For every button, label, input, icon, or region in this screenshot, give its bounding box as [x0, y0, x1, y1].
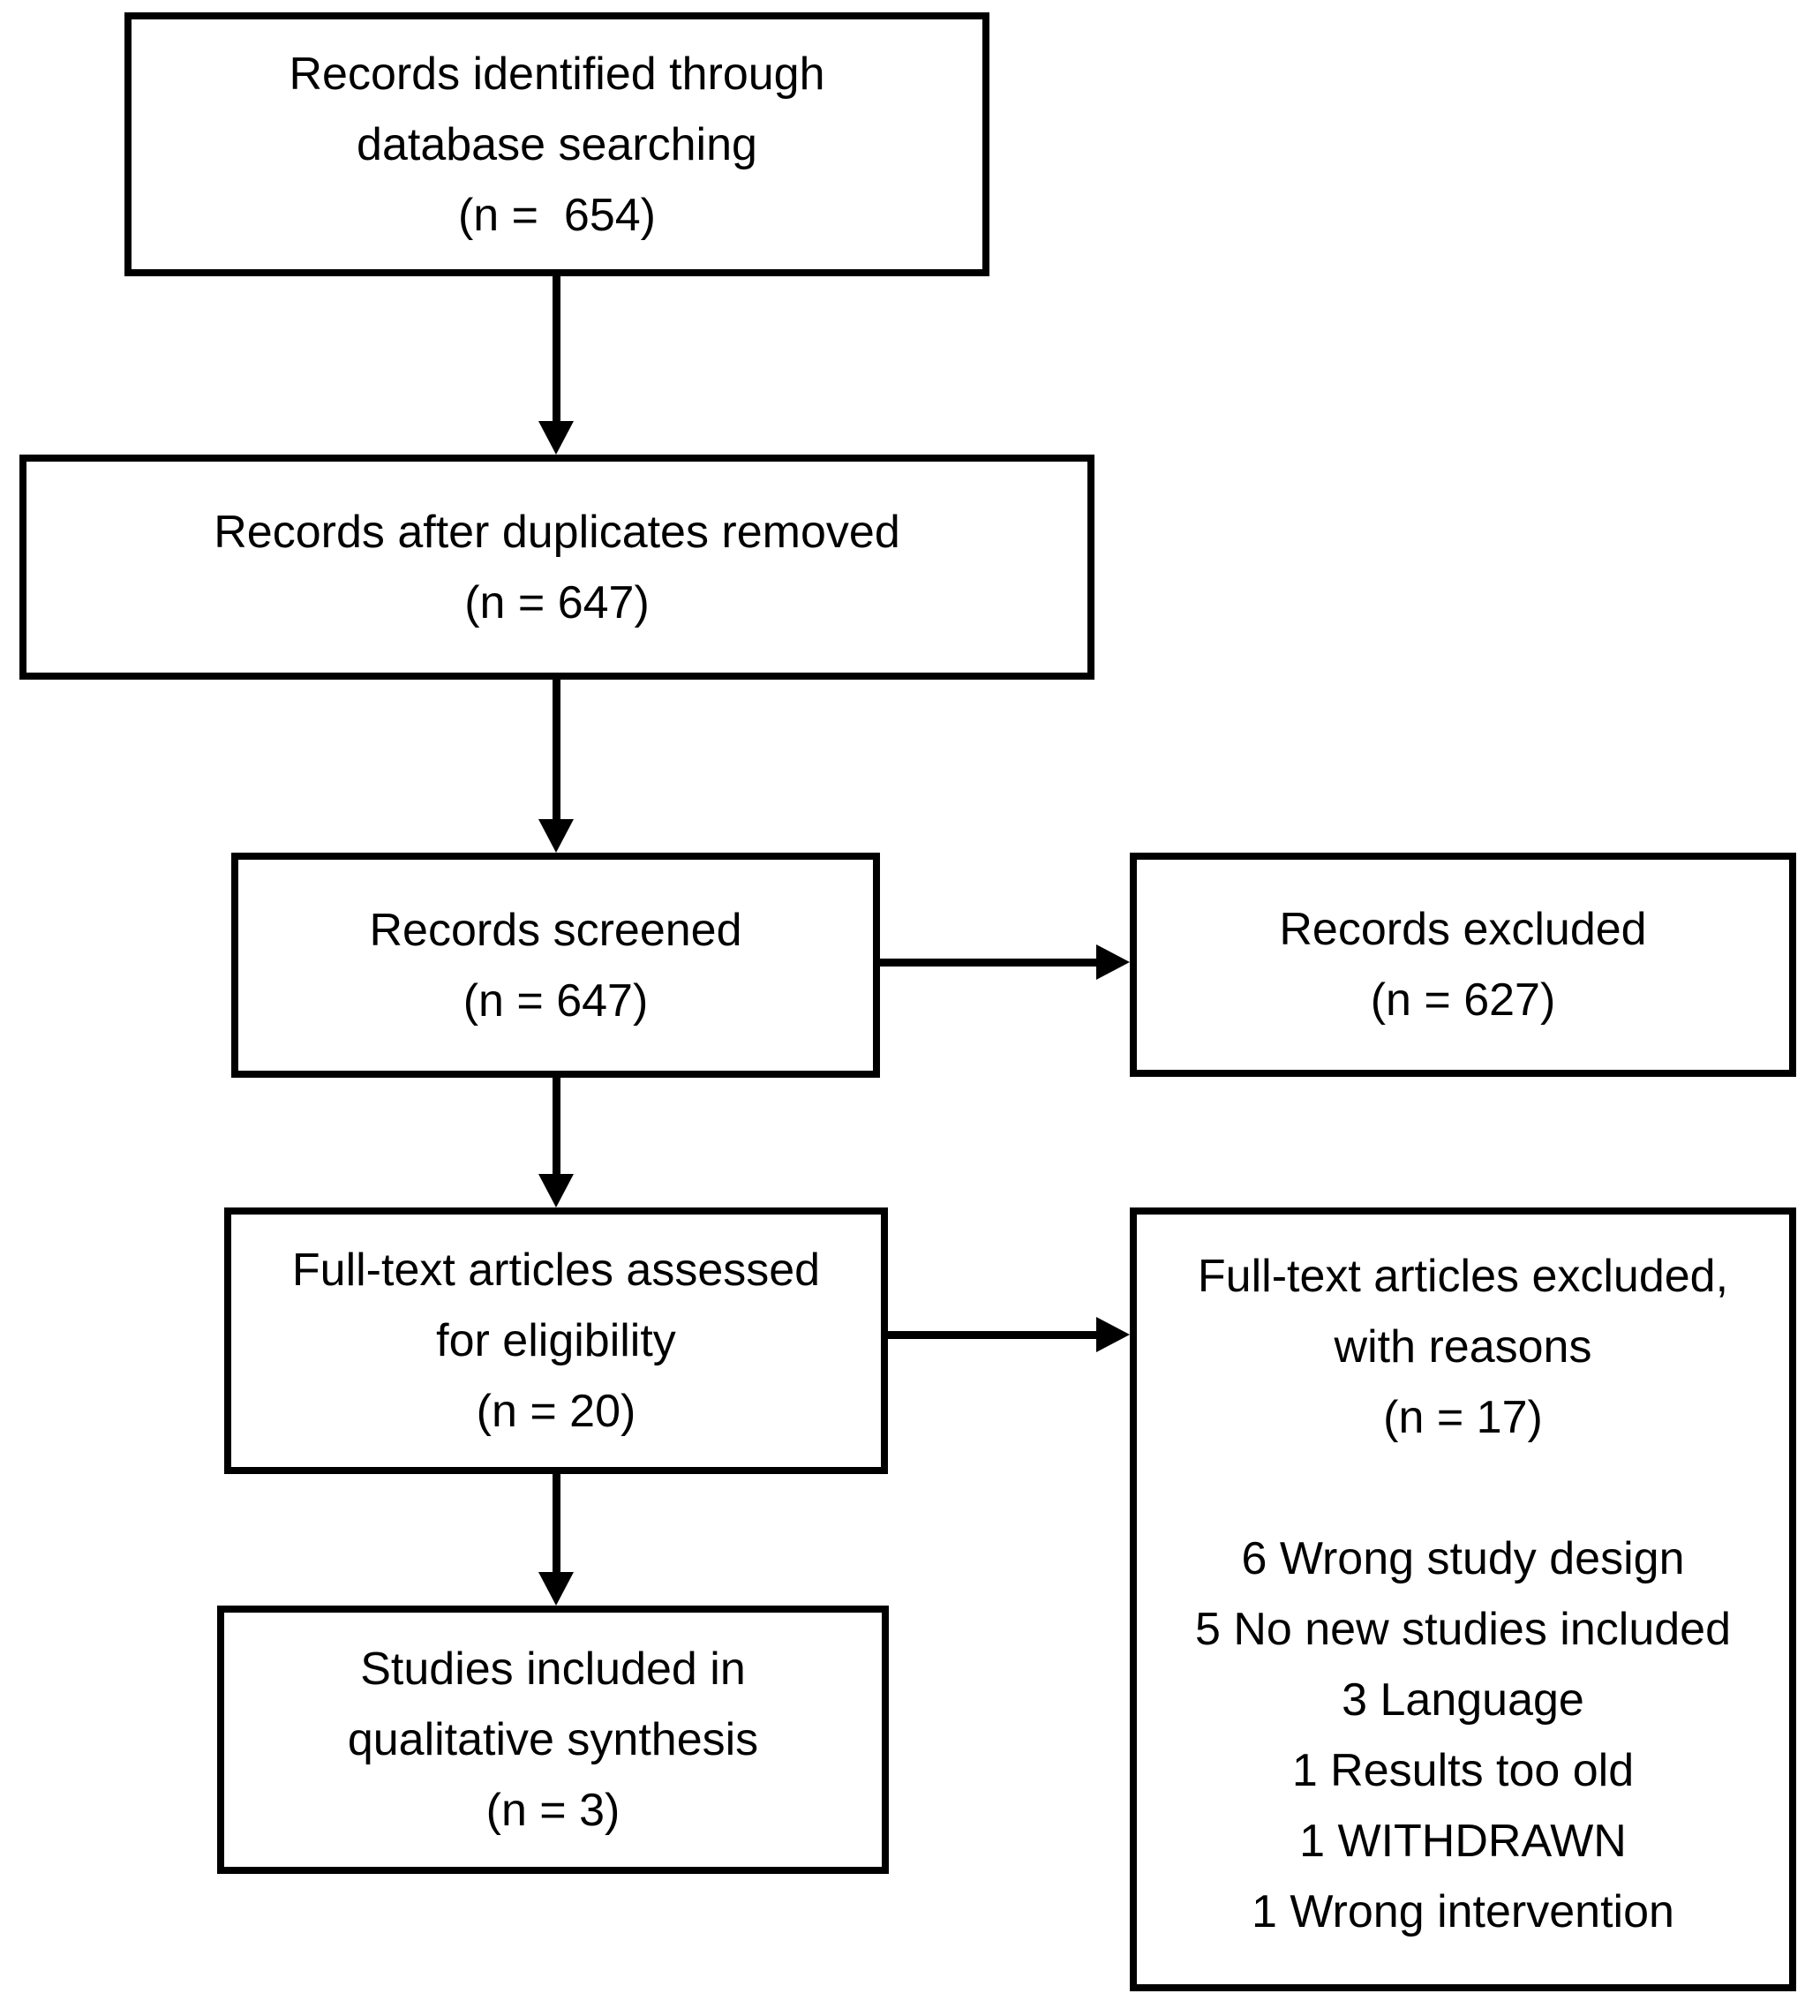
arrow-deduplicated-to-screened-shaft [553, 680, 560, 819]
arrowhead-down-icon [538, 421, 574, 455]
arrow-screened-to-excluded-shaft [880, 959, 1096, 967]
arrowhead-right-icon [1096, 1317, 1130, 1352]
box-studies-included-qualitative: Studies included in qualitative synthesi… [217, 1606, 889, 1874]
arrow-fulltext-to-fulltext-excluded-shaft [888, 1331, 1096, 1339]
box-fulltext-articles-excluded: Full-text articles excluded, with reason… [1130, 1207, 1796, 1991]
box-records-screened: Records screened (n = 647) [231, 853, 880, 1078]
arrow-identified-to-deduplicated-shaft [553, 276, 560, 421]
arrowhead-down-icon [538, 1572, 574, 1606]
arrowhead-down-icon [538, 1174, 574, 1207]
arrow-fulltext-to-included-shaft [553, 1474, 560, 1572]
arrowhead-down-icon [538, 819, 574, 853]
box-records-identified: Records identified through database sear… [124, 12, 989, 276]
box-fulltext-articles-assessed: Full-text articles assessed for eligibil… [224, 1207, 888, 1474]
arrowhead-right-icon [1096, 944, 1130, 980]
box-records-after-duplicates-removed: Records after duplicates removed (n = 64… [19, 455, 1094, 680]
box-records-excluded: Records excluded (n = 627) [1130, 853, 1796, 1077]
arrow-screened-to-fulltext-shaft [553, 1078, 560, 1174]
